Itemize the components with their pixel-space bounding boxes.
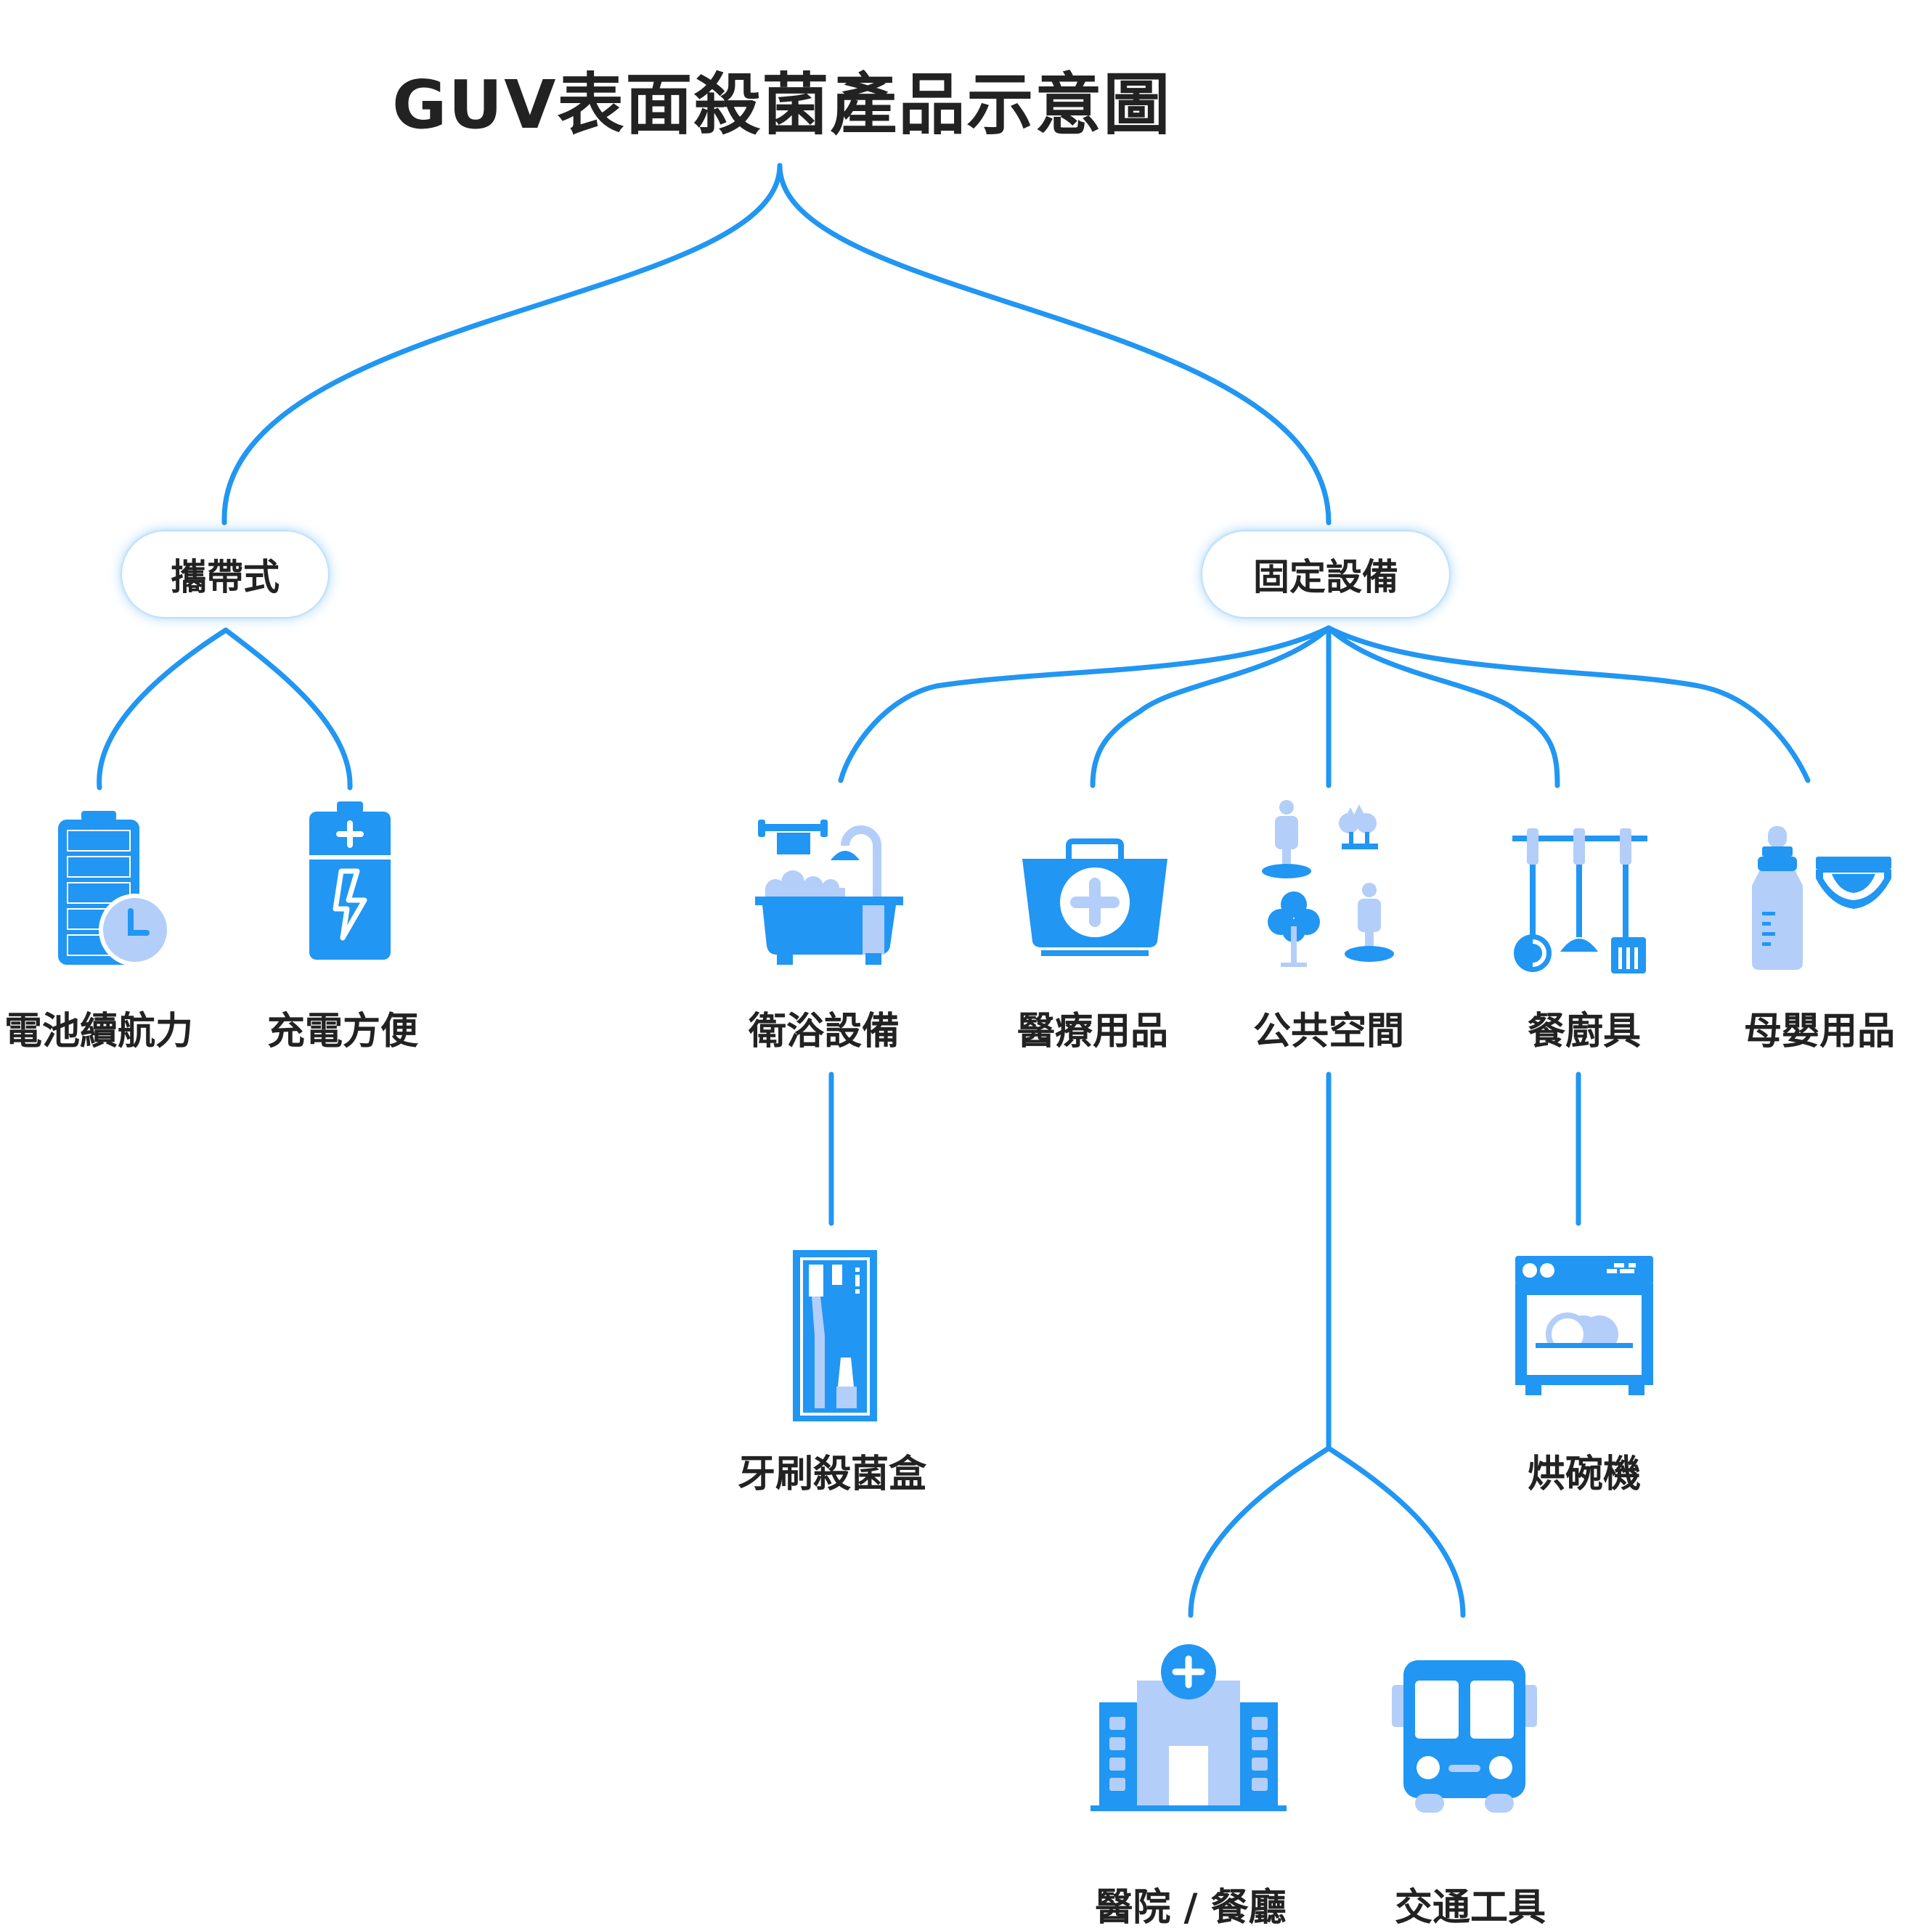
label-transportation: 交通工具 bbox=[1394, 1886, 1546, 1930]
toothbrush-box-icon bbox=[793, 1250, 877, 1421]
park-icon bbox=[1262, 800, 1394, 967]
page-title: GUV表面殺菌產品示意圖 bbox=[392, 66, 1172, 144]
connector-title-portable bbox=[221, 163, 783, 526]
label-charging: 充電方便 bbox=[266, 1010, 418, 1053]
connector-fixed-medical bbox=[1090, 625, 1332, 788]
connector-fixed-kitchen bbox=[1326, 625, 1560, 788]
hospital-icon bbox=[1091, 1644, 1287, 1811]
connector-public-bus bbox=[1326, 1445, 1466, 1618]
connector-fixed-baby bbox=[1326, 625, 1811, 783]
category-fixed: 固定設備 bbox=[1202, 531, 1449, 617]
label-kitchenware: 餐廚具 bbox=[1527, 1010, 1641, 1053]
label-mother-baby: 母嬰用品 bbox=[1743, 1010, 1895, 1053]
connector-fixed-bath bbox=[838, 625, 1332, 783]
label-medical: 醫療用品 bbox=[1016, 1010, 1168, 1053]
category-portable: 攜帶式 bbox=[122, 531, 328, 617]
label-battery-life: 電池續航力 bbox=[4, 1010, 193, 1053]
label-dish-dryer: 烘碗機 bbox=[1527, 1453, 1641, 1496]
battery-clock-icon bbox=[58, 811, 171, 966]
baby-bottle-diaper-icon bbox=[1752, 826, 1891, 970]
label-public-space: 公共空間 bbox=[1252, 1010, 1404, 1053]
connector-public-hospital bbox=[1188, 1445, 1332, 1618]
label-bathroom: 衛浴設備 bbox=[748, 1010, 900, 1053]
medical-kit-icon bbox=[1022, 838, 1167, 956]
connector-title-fixed bbox=[777, 163, 1332, 526]
label-toothbrush-box: 牙刷殺菌盒 bbox=[737, 1453, 926, 1496]
label-hospital-restaurant: 醫院 / 餐廳 bbox=[1095, 1886, 1287, 1930]
bus-icon bbox=[1392, 1660, 1537, 1813]
kitchen-utensils-icon bbox=[1512, 828, 1647, 973]
battery-charge-icon bbox=[309, 801, 391, 960]
dish-dryer-icon bbox=[1515, 1256, 1653, 1395]
bathtub-icon bbox=[755, 820, 903, 965]
connector-portable-battery bbox=[97, 627, 229, 791]
connector-portable-charge bbox=[223, 627, 353, 791]
